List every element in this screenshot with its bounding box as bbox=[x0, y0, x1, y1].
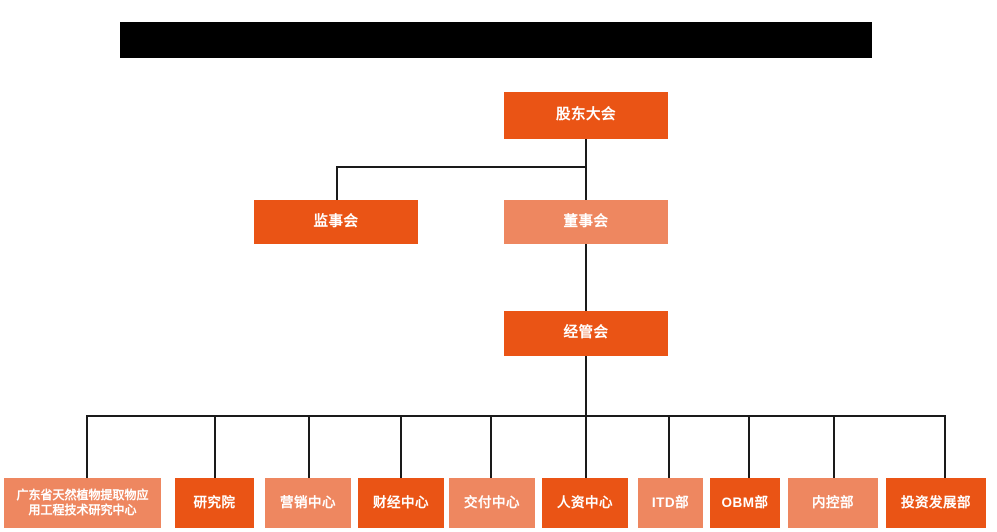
connector-drop-internal-control-dept bbox=[833, 415, 835, 478]
connector-drop-obm-dept bbox=[748, 415, 750, 478]
connector-directors-to-management bbox=[585, 241, 587, 312]
node-shareholders-label: 股东大会 bbox=[556, 107, 616, 124]
node-finance-center-label: 财经中心 bbox=[373, 494, 429, 510]
node-internal-control-dept[interactable]: 内控部 bbox=[788, 478, 878, 528]
connector-drop-marketing-center bbox=[308, 415, 310, 478]
node-itd-dept-label: ITD部 bbox=[651, 494, 690, 510]
connector-to-supervisors bbox=[336, 166, 338, 201]
node-shareholders[interactable]: 股东大会 bbox=[504, 92, 668, 139]
connector-drop-finance-center bbox=[400, 415, 402, 478]
node-hr-center-label: 人资中心 bbox=[557, 494, 613, 510]
node-hr-center[interactable]: 人资中心 bbox=[542, 478, 628, 528]
node-obm-dept-label: OBM部 bbox=[721, 494, 769, 510]
node-institute-label: 研究院 bbox=[193, 494, 236, 510]
connector-drop-delivery-center bbox=[490, 415, 492, 478]
connector-shareholders-down bbox=[585, 139, 587, 167]
node-marketing-center[interactable]: 营销中心 bbox=[265, 478, 351, 528]
node-finance-center[interactable]: 财经中心 bbox=[358, 478, 444, 528]
node-directors[interactable]: 董事会 bbox=[504, 200, 668, 244]
node-internal-control-dept-label: 内控部 bbox=[812, 494, 854, 510]
node-itd-dept[interactable]: ITD部 bbox=[638, 478, 703, 528]
node-institute[interactable]: 研究院 bbox=[175, 478, 254, 528]
connector-drop-research-center bbox=[86, 415, 88, 478]
connector-drop-institute bbox=[214, 415, 216, 478]
node-marketing-center-label: 营销中心 bbox=[280, 494, 336, 510]
connector-management-down bbox=[585, 356, 587, 416]
node-supervisors-label: 监事会 bbox=[313, 213, 359, 230]
node-obm-dept[interactable]: OBM部 bbox=[710, 478, 780, 528]
node-research-center-label: 广东省天然植物提取物应 用工程技术研究中心 bbox=[16, 488, 149, 517]
node-delivery-center[interactable]: 交付中心 bbox=[449, 478, 535, 528]
node-research-center[interactable]: 广东省天然植物提取物应 用工程技术研究中心 bbox=[4, 478, 161, 528]
connector-bus-departments bbox=[86, 415, 945, 417]
node-management[interactable]: 经管会 bbox=[504, 311, 668, 356]
connector-drop-itd-dept bbox=[668, 415, 670, 478]
node-investment-dev-dept[interactable]: 投资发展部 bbox=[886, 478, 986, 528]
node-directors-label: 董事会 bbox=[563, 213, 609, 230]
connector-drop-investment-dev-dept bbox=[944, 415, 946, 478]
node-supervisors[interactable]: 监事会 bbox=[254, 200, 418, 244]
connector-bus-level2 bbox=[336, 166, 587, 168]
node-delivery-center-label: 交付中心 bbox=[464, 494, 520, 510]
node-management-label: 经管会 bbox=[563, 325, 609, 342]
connector-to-directors bbox=[585, 166, 587, 201]
node-investment-dev-dept-label: 投资发展部 bbox=[901, 494, 971, 510]
connector-drop-hr-center bbox=[585, 415, 587, 478]
redacted-title-bar bbox=[120, 22, 872, 58]
